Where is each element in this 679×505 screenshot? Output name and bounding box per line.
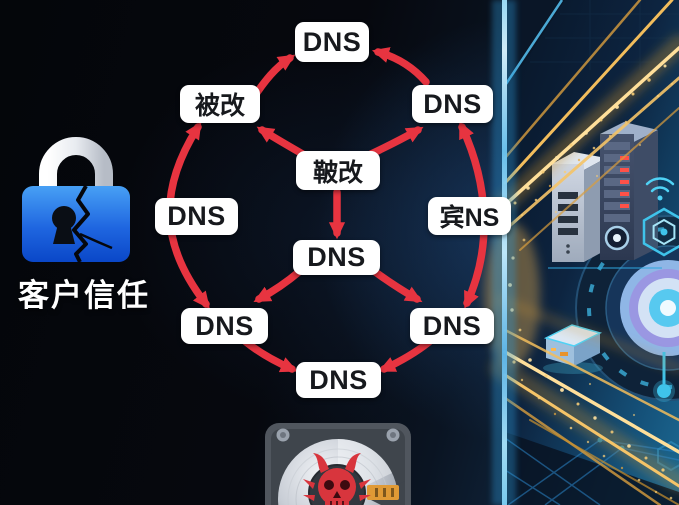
- arrow: [371, 47, 430, 86]
- glow-divider-line: [492, 0, 516, 505]
- gold-particles: [508, 64, 674, 500]
- node-tampered-center: 鞁改: [296, 151, 380, 190]
- screw-icon: [276, 428, 400, 442]
- data-box-icon: [543, 324, 603, 374]
- crack: [72, 185, 113, 263]
- circuit-grid: [530, 0, 679, 70]
- holo-platform: [575, 215, 679, 402]
- wall-edge-line: [504, 0, 564, 85]
- node-tampered-upper: 被改: [180, 85, 260, 123]
- customer-trust-label: 客户信任: [18, 278, 150, 313]
- node-ns-mid-right: 宾NS: [428, 197, 511, 235]
- data-stream-gold: [484, 0, 679, 505]
- node-dns-mid-left: DNS: [155, 198, 238, 235]
- floor-circuit-lines: [504, 437, 679, 505]
- wifi-icon: [645, 177, 675, 201]
- arrow: [253, 267, 304, 303]
- node-dns-inner-lower: DNS: [293, 240, 380, 275]
- arrow: [365, 126, 424, 159]
- node-dns-top: DNS: [295, 22, 369, 62]
- infected-disk-icon: [265, 423, 411, 505]
- server-rack-icon: [548, 122, 662, 269]
- node-dns-bottom: DNS: [296, 362, 381, 398]
- arrow: [370, 267, 423, 303]
- malware-skull-icon: [303, 453, 371, 505]
- node-dns-lower-left: DNS: [181, 308, 268, 344]
- arrow: [378, 338, 433, 373]
- node-dns-lower-right: DNS: [410, 308, 494, 344]
- broken-lock-icon: [22, 137, 130, 263]
- arrow: [242, 338, 298, 373]
- node-dns-upper-right: DNS: [412, 85, 493, 123]
- hexagon-icon: [642, 207, 679, 472]
- keyhole: [52, 206, 76, 244]
